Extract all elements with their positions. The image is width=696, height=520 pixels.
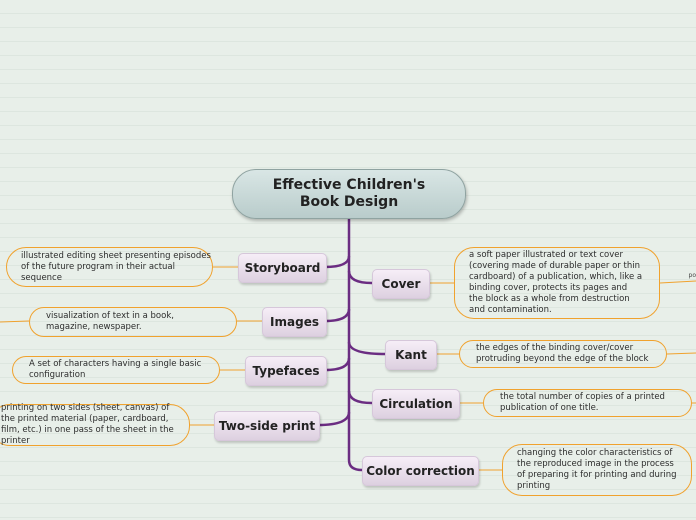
branch-typefaces [324,357,351,372]
topic-color-correction[interactable]: Color correction [362,456,479,486]
note-images[interactable]: visualization of text in a book, magazin… [29,307,237,337]
note-text: the edges of the binding cover/cover pro… [476,343,649,364]
branch-two-side-print [317,411,351,427]
note-storyboard[interactable]: illustrated editing sheet presenting epi… [6,247,213,287]
note-kant[interactable]: the edges of the binding cover/cover pro… [459,340,667,368]
topic-images[interactable]: Images [262,307,327,337]
offscreen-note-stub: po [688,272,696,279]
topic-label: Two-side print [218,419,316,433]
branch-cover [347,270,373,285]
topic-label: Kant [395,348,427,362]
note-text: printing on two sides (sheet, canvas) of… [1,403,174,446]
note-typefaces[interactable]: A set of characters having a single basi… [12,356,220,384]
note-circulation[interactable]: the total number of copies of a printed … [483,389,692,417]
note-text: the total number of copies of a printed … [500,392,665,413]
topic-storyboard[interactable]: Storyboard [238,253,327,283]
topic-label: Color correction [366,464,475,478]
branch-storyboard [324,255,351,269]
topic-typefaces[interactable]: Typefaces [245,356,327,386]
central-topic[interactable]: Effective Children's Book Design [232,169,466,219]
note-two-side-print[interactable]: printing on two sides (sheet, canvas) of… [0,403,190,446]
note-cover[interactable]: a soft paper illustrated or text cover (… [454,247,660,319]
topic-label: Images [270,315,319,329]
note-text: illustrated editing sheet presenting epi… [21,250,211,283]
topic-two-side-print[interactable]: Two-side print [214,411,320,441]
topic-label: Storyboard [244,261,321,275]
topic-label: Circulation [379,397,453,411]
central-topic-title: Effective Children's Book Design [272,177,426,210]
branch-kant [347,341,386,356]
note-connectors [0,266,696,471]
branch-circulation [347,390,373,405]
main-branches [317,217,386,472]
topic-label: Cover [381,277,421,291]
note-text: a soft paper illustrated or text cover (… [469,250,643,315]
trunk-line [347,217,363,472]
topic-cover[interactable]: Cover [372,269,430,299]
note-text: changing the color characteristics of th… [517,448,677,491]
note-text: A set of characters having a single basi… [29,359,202,380]
branch-images [324,308,351,323]
topic-label: Typefaces [252,364,320,378]
topic-kant[interactable]: Kant [385,340,437,370]
topic-circulation[interactable]: Circulation [372,389,460,419]
note-text: visualization of text in a book, magazin… [46,311,174,332]
note-color-correction[interactable]: changing the color characteristics of th… [502,444,692,496]
